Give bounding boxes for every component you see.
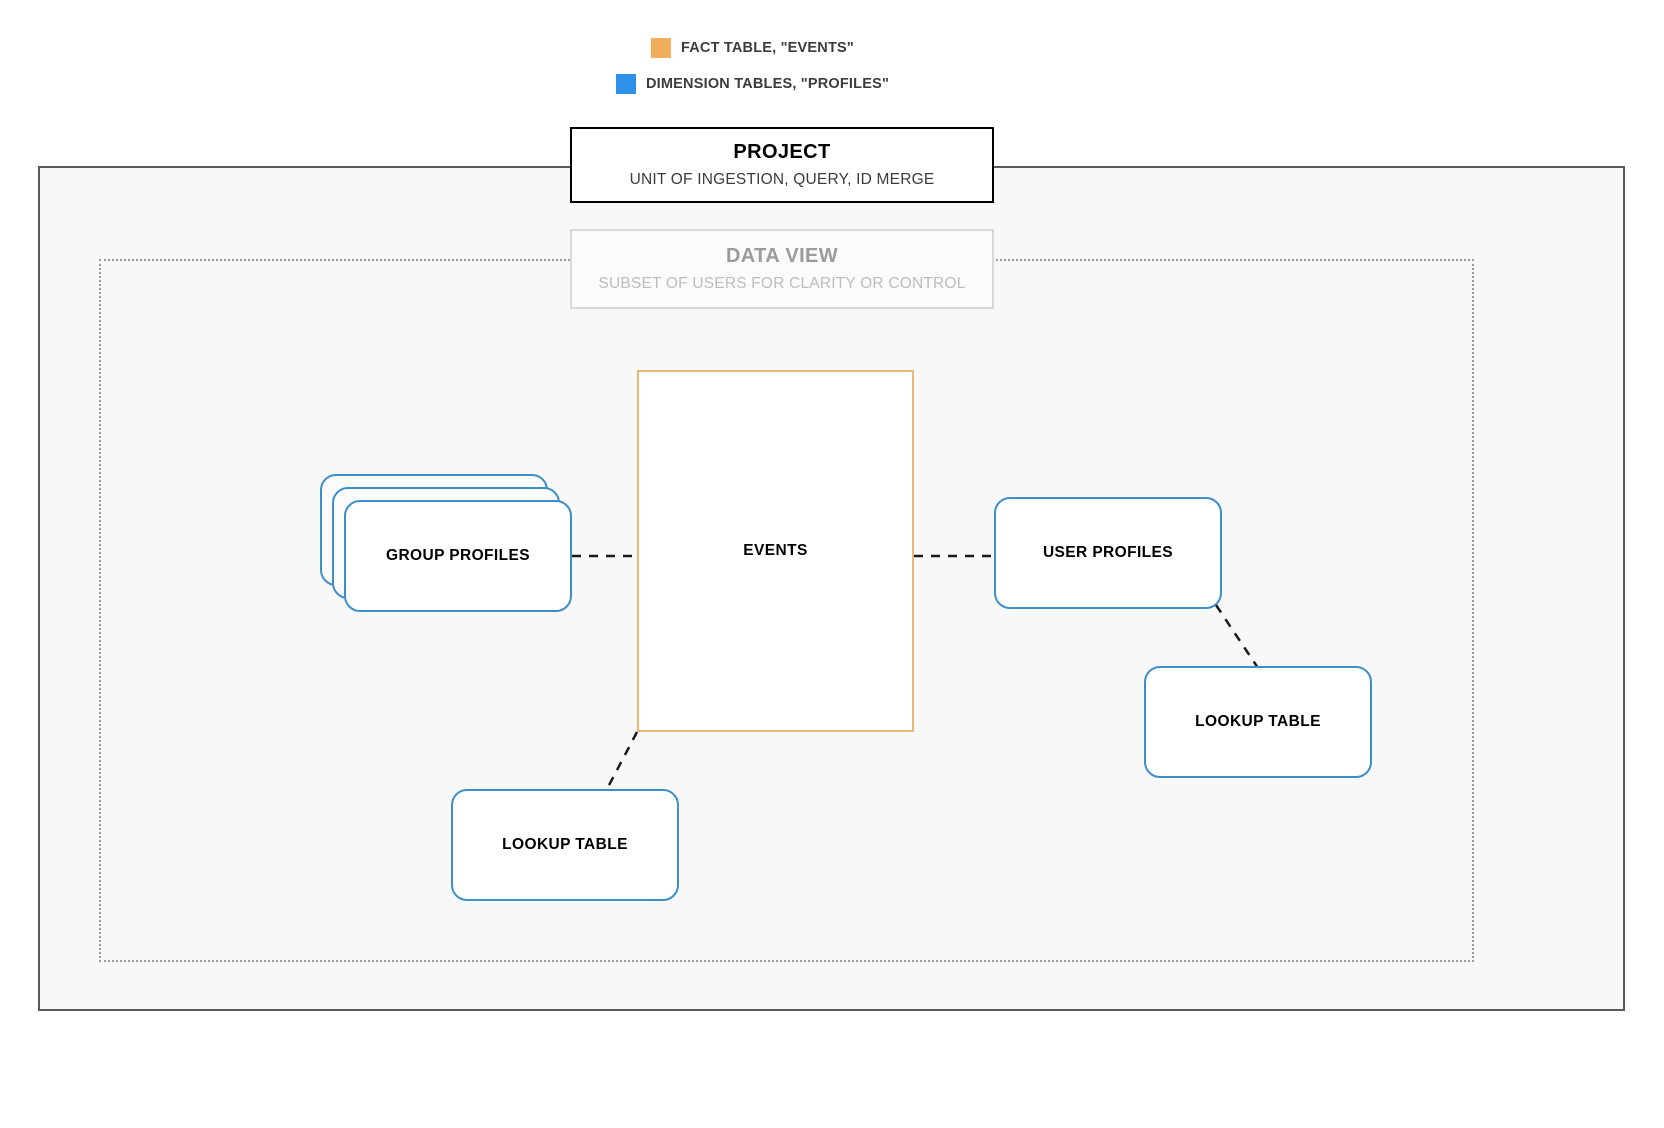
fact-table-events-label: EVENTS	[743, 542, 808, 559]
data-view-header-card[interactable]: DATA VIEW SUBSET OF USERS FOR CLARITY OR…	[570, 229, 994, 309]
project-title: PROJECT	[733, 141, 831, 163]
orange-square-swatch	[651, 38, 671, 58]
legend: FACT TABLE, "EVENTS" DIMENSION TABLES, "…	[0, 30, 1664, 102]
project-subtitle: UNIT OF INGESTION, QUERY, ID MERGE	[629, 171, 935, 188]
legend-item-dimension-tables: DIMENSION TABLES, "PROFILES"	[0, 66, 1664, 102]
blue-square-swatch	[616, 74, 636, 94]
lookup-table-right-label: LOOKUP TABLE	[1195, 713, 1321, 730]
group-profiles-node[interactable]: GROUP PROFILES	[344, 500, 572, 612]
legend-item-label: DIMENSION TABLES, "PROFILES"	[646, 76, 890, 92]
legend-item-label: FACT TABLE, "EVENTS"	[681, 40, 854, 56]
fact-table-events-node[interactable]: EVENTS	[637, 370, 914, 732]
project-header-card[interactable]: PROJECT UNIT OF INGESTION, QUERY, ID MER…	[570, 127, 994, 203]
lookup-table-left-label: LOOKUP TABLE	[502, 836, 628, 853]
data-view-title: DATA VIEW	[725, 245, 839, 267]
group-profiles-label: GROUP PROFILES	[386, 547, 530, 564]
user-profiles-node[interactable]: USER PROFILES	[994, 497, 1222, 609]
user-profiles-label: USER PROFILES	[1042, 544, 1174, 561]
data-view-subtitle: SUBSET OF USERS FOR CLARITY OR CONTROL	[598, 275, 966, 292]
lookup-table-right-node[interactable]: LOOKUP TABLE	[1144, 666, 1372, 778]
lookup-table-left-node[interactable]: LOOKUP TABLE	[451, 789, 679, 901]
legend-item-fact-table: FACT TABLE, "EVENTS"	[0, 30, 1664, 66]
